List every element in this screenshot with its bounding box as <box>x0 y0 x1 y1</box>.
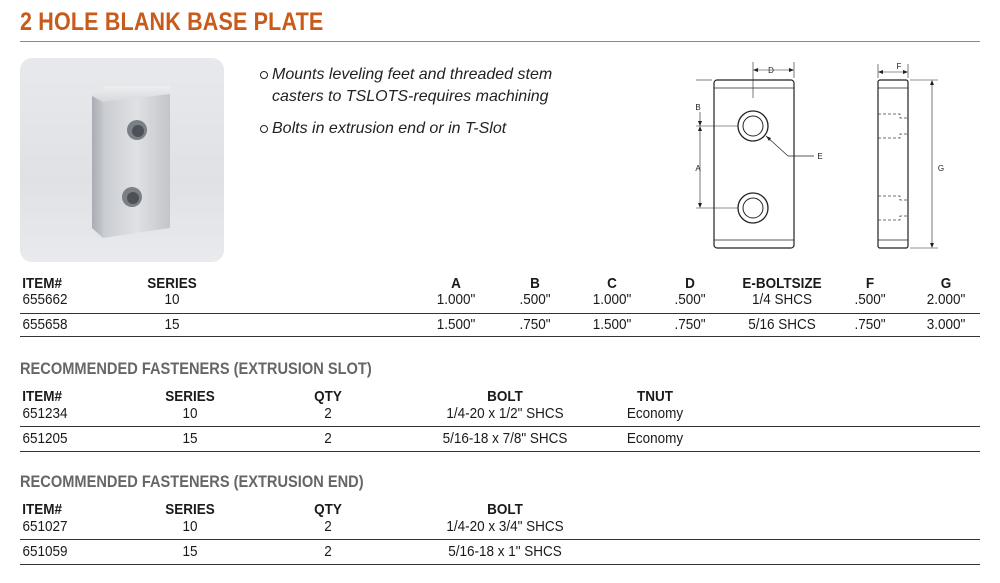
table-cell: 15 <box>182 430 198 447</box>
table-cell: .500" <box>519 291 551 308</box>
row-divider <box>20 313 980 314</box>
table-cell: 2 <box>324 518 332 535</box>
col-header-item: ITEM# <box>22 275 62 292</box>
row-divider <box>20 426 980 427</box>
section-title-extrusion-slot: RECOMMENDED FASTENERS (EXTRUSION SLOT) <box>20 359 372 378</box>
product-photo <box>20 58 224 262</box>
table-cell: 15 <box>164 316 180 333</box>
table-cell: 3.000" <box>926 316 966 333</box>
table-cell: 5/16-18 x 7/8" SHCS <box>442 430 568 447</box>
col-header-b: B <box>530 275 540 292</box>
table-cell: 5/16 SHCS <box>748 316 816 333</box>
table-cell: 651059 <box>22 543 68 560</box>
table-cell: 10 <box>182 405 198 422</box>
col-header-a: A <box>451 275 461 292</box>
feature-bullet: Bolts in extrusion end or in T-Slot <box>258 118 572 140</box>
table-cell: 15 <box>182 543 198 560</box>
table-cell: 2 <box>324 430 332 447</box>
dim-label-f: F <box>897 62 902 71</box>
col-header-item: ITEM# <box>22 388 62 405</box>
table-cell: 1.500" <box>592 316 632 333</box>
table-cell: .500" <box>854 291 886 308</box>
table-cell: 1/4-20 x 3/4" SHCS <box>446 518 564 535</box>
col-header-f: F <box>865 275 875 292</box>
table-cell: Economy <box>626 405 684 422</box>
col-header-series: SERIES <box>165 388 215 405</box>
dim-label-a: A <box>695 164 701 173</box>
col-header-qty: QTY <box>314 501 342 518</box>
col-header-series: SERIES <box>165 501 215 518</box>
col-header-qty: QTY <box>314 388 342 405</box>
feature-bullet: Mounts leveling feet and threaded stem c… <box>258 64 572 108</box>
section-title-extrusion-end: RECOMMENDED FASTENERS (EXTRUSION END) <box>20 472 364 491</box>
row-divider <box>20 539 980 540</box>
col-header-series: SERIES <box>147 275 197 292</box>
row-divider <box>20 336 980 337</box>
technical-drawing: D B A E F <box>690 40 980 255</box>
slot-fastener-table: ITEM# SERIES QTY BOLT TNUT 651234 10 2 1… <box>0 388 1000 452</box>
table-cell: 2 <box>324 543 332 560</box>
table-cell: .750" <box>519 316 551 333</box>
dim-label-d: D <box>768 66 774 75</box>
table-cell: .500" <box>674 291 706 308</box>
end-fastener-table: ITEM# SERIES QTY BOLT 651027 10 2 1/4-20… <box>0 501 1000 567</box>
main-spec-table: ITEM# SERIES A B C D E-BOLTSIZE F G 6556… <box>0 275 1000 337</box>
table-cell: 651234 <box>22 405 68 422</box>
col-header-tnut: TNUT <box>637 388 673 405</box>
table-cell: 10 <box>182 518 198 535</box>
table-cell: 651205 <box>22 430 68 447</box>
table-cell: 1/4-20 x 1/2" SHCS <box>446 405 564 422</box>
dim-label-b: B <box>695 103 700 112</box>
table-cell: 1.000" <box>592 291 632 308</box>
col-header-c: C <box>607 275 617 292</box>
col-header-bolt: BOLT <box>487 501 523 518</box>
table-cell: 1/4 SHCS <box>751 291 813 308</box>
col-header-d: D <box>685 275 695 292</box>
table-cell: .750" <box>854 316 886 333</box>
table-cell: .750" <box>674 316 706 333</box>
col-header-e-boltsize: E-BOLTSIZE <box>742 275 822 292</box>
dim-label-e: E <box>817 152 822 161</box>
table-cell: 10 <box>164 291 180 308</box>
table-cell: 5/16-18 x 1" SHCS <box>448 543 562 560</box>
title-divider <box>20 41 980 42</box>
row-divider <box>20 451 980 452</box>
feature-list: Mounts leveling feet and threaded stem c… <box>258 64 572 150</box>
table-cell: Economy <box>626 430 684 447</box>
table-cell: 2.000" <box>926 291 966 308</box>
row-divider <box>20 564 980 565</box>
col-header-item: ITEM# <box>22 501 62 518</box>
col-header-bolt: BOLT <box>487 388 523 405</box>
table-cell: 651027 <box>22 518 68 535</box>
table-cell: 655658 <box>22 316 68 333</box>
table-cell: 1.500" <box>436 316 476 333</box>
table-cell: 1.000" <box>436 291 476 308</box>
col-header-g: G <box>940 275 952 292</box>
dim-label-g: G <box>938 164 944 173</box>
table-cell: 2 <box>324 405 332 422</box>
table-cell: 655662 <box>22 291 68 308</box>
page-title: 2 HOLE BLANK BASE PLATE <box>20 8 324 36</box>
